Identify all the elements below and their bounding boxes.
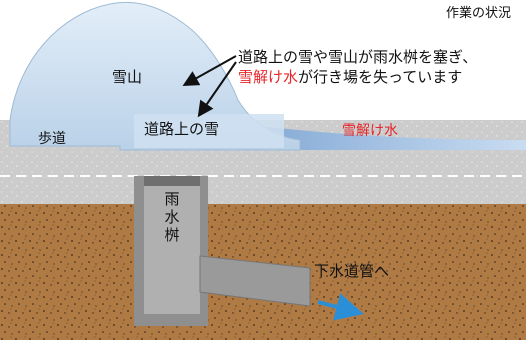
callout-meltwater-highlight: 雪解け水: [238, 68, 299, 86]
meltwater-surface: [236, 124, 526, 150]
road-snow-layer: [134, 114, 284, 148]
callout-arrow-snow-mountain: [182, 55, 237, 86]
callout-arrow-road-snow: [197, 61, 237, 118]
drain-basin-char-2: 水: [164, 208, 180, 226]
drain-basin-char-1: 雨: [164, 190, 180, 208]
meltwater-label: 雪解け水: [342, 123, 398, 139]
sewer-flow-arrow: [317, 293, 364, 321]
to-sewer-label: 下水道管へ: [314, 262, 390, 280]
drain-basin-grate: [144, 176, 200, 186]
drain-basin-label: 雨 水 桝: [162, 190, 182, 244]
drain-basin-inner: [144, 186, 200, 314]
header-title: 作業の状況: [446, 6, 512, 21]
snow-mountain-label: 雪山: [112, 68, 143, 86]
sidewalk-label: 歩道: [38, 131, 66, 147]
sewer-pipe: [199, 255, 311, 307]
callout-line-2-rest: が行き場を失っています: [298, 68, 463, 86]
drain-basin-char-3: 桝: [164, 226, 180, 244]
road-snow-label: 道路上の雪: [144, 120, 220, 138]
callout-line-1: 道路上の雪や雪山が雨水桝を塞ぎ、: [238, 48, 478, 66]
callout-line-2: 雪解け水が行き場を失っています: [238, 66, 462, 87]
